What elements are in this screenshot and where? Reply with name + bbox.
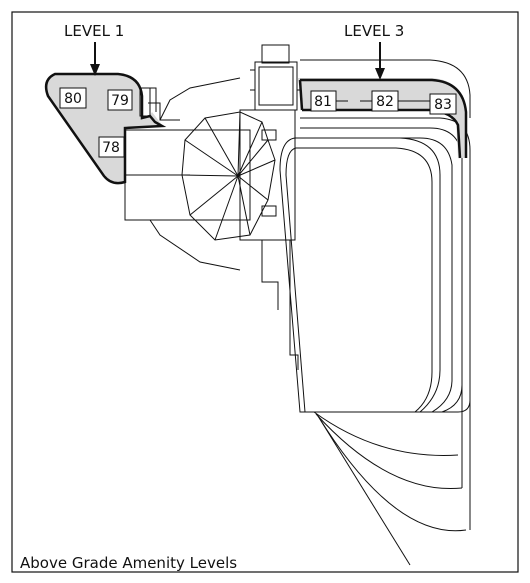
central-building: [124, 44, 303, 370]
svg-text:82: 82: [376, 94, 394, 110]
unit-labels: 80 79 78 81 82 83: [59, 87, 457, 158]
unit-81: 81: [310, 90, 337, 112]
unit-79: 79: [107, 89, 133, 111]
unit-83: 83: [429, 93, 457, 115]
level-3-arrow-icon: [375, 68, 385, 80]
diagram-caption: Above Grade Amenity Levels: [20, 554, 237, 572]
level-1-callout: LEVEL 1: [64, 22, 124, 76]
svg-text:78: 78: [102, 140, 120, 156]
unit-82: 82: [371, 90, 399, 112]
svg-text:80: 80: [64, 91, 82, 107]
svg-text:81: 81: [314, 94, 332, 110]
level-3-label: LEVEL 3: [344, 22, 404, 40]
tower-floorplate: [279, 137, 441, 413]
unit-80: 80: [59, 87, 87, 109]
main-tower: [279, 59, 471, 566]
svg-text:79: 79: [111, 93, 129, 109]
level-1-arrow-icon: [90, 64, 100, 76]
unit-78: 78: [98, 136, 125, 158]
level-1-label: LEVEL 1: [64, 22, 124, 40]
svg-text:83: 83: [434, 97, 452, 113]
level-3-callout: LEVEL 3: [344, 22, 404, 80]
